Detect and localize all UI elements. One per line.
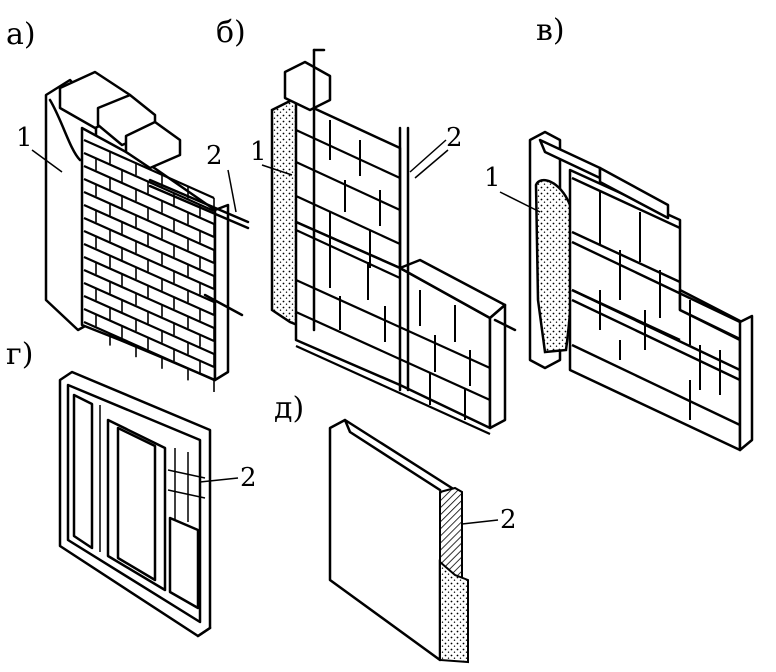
brick-courses bbox=[83, 138, 215, 392]
frame-line bbox=[167, 469, 206, 479]
panel-top-edge bbox=[343, 418, 442, 492]
leader-line bbox=[414, 149, 449, 179]
mortar-joint bbox=[83, 268, 215, 330]
mortar-joint bbox=[83, 216, 215, 278]
window-opening bbox=[168, 516, 200, 610]
mortar-joint bbox=[83, 177, 215, 239]
mortar-joint bbox=[83, 281, 215, 343]
callout-2: 2 bbox=[240, 463, 257, 493]
callout-1: 1 bbox=[484, 163, 501, 193]
plaster-edge bbox=[48, 98, 82, 162]
mortar-joint bbox=[83, 203, 215, 265]
rebar-rod bbox=[148, 184, 250, 230]
vertical-tie bbox=[493, 318, 517, 332]
leader-line bbox=[461, 519, 499, 525]
mortar-joint bbox=[83, 320, 215, 382]
brick-courses bbox=[571, 176, 741, 427]
frame-stud bbox=[72, 393, 94, 550]
leader-line bbox=[227, 169, 237, 213]
callout-2: 2 bbox=[446, 123, 463, 153]
mortar-joint bbox=[295, 310, 491, 402]
mortar-joint bbox=[83, 190, 215, 252]
callout-2: 2 bbox=[500, 505, 517, 535]
panel-a-label: а) bbox=[6, 17, 36, 52]
block-courses bbox=[295, 120, 491, 436]
leader-line bbox=[261, 164, 293, 176]
panel-edge-section bbox=[439, 559, 469, 664]
mortar-joint bbox=[83, 307, 215, 369]
mortar-joint bbox=[295, 344, 491, 436]
door-opening bbox=[106, 418, 167, 592]
panel-g: г) 2 bbox=[6, 337, 257, 638]
callout-2: 2 bbox=[206, 141, 223, 171]
brick-side bbox=[738, 314, 754, 452]
mortar-joint bbox=[83, 255, 215, 317]
mortar-joint bbox=[83, 138, 215, 200]
frame-edge bbox=[196, 626, 212, 638]
plaster-layer bbox=[534, 179, 575, 354]
leader-line bbox=[31, 149, 63, 173]
leader-line bbox=[199, 477, 239, 483]
mortar-joint bbox=[83, 164, 215, 226]
panel-v-label: в) bbox=[536, 13, 565, 48]
panel-d: д) 2 bbox=[274, 391, 517, 664]
block-side bbox=[488, 303, 507, 430]
mortar-joint bbox=[83, 151, 215, 213]
mortar-joint bbox=[571, 240, 741, 324]
panel-g-label: г) bbox=[6, 337, 33, 372]
panel-a: а) 1 2 bbox=[6, 17, 250, 392]
mortar-joint bbox=[83, 294, 215, 356]
panel-v: в) 1 bbox=[484, 13, 754, 452]
rebar-rod bbox=[148, 178, 250, 224]
mortar-joint bbox=[571, 176, 681, 230]
callout-1: 1 bbox=[250, 137, 267, 167]
leader-line bbox=[409, 139, 447, 173]
leader-line bbox=[499, 191, 541, 213]
mortar-joint bbox=[571, 230, 681, 284]
callout-1: 1 bbox=[16, 123, 33, 153]
door-leaf bbox=[116, 426, 157, 582]
frame-inner bbox=[66, 383, 202, 624]
top-course bbox=[598, 166, 670, 220]
top-block bbox=[283, 60, 332, 112]
panel-b: б) 1 2 bbox=[216, 15, 517, 436]
mortar-joint bbox=[83, 242, 215, 304]
rebar-rod bbox=[203, 293, 244, 317]
panel-b-label: б) bbox=[216, 15, 246, 50]
wall-panel bbox=[328, 418, 457, 662]
frame-line bbox=[167, 489, 206, 499]
panel-d-label: д) bbox=[274, 391, 304, 426]
top-brick-3 bbox=[124, 120, 182, 170]
mortar-joint bbox=[571, 343, 741, 427]
brick-side bbox=[213, 203, 230, 382]
mortar-joint bbox=[295, 278, 491, 370]
mortar-joint bbox=[83, 229, 215, 291]
